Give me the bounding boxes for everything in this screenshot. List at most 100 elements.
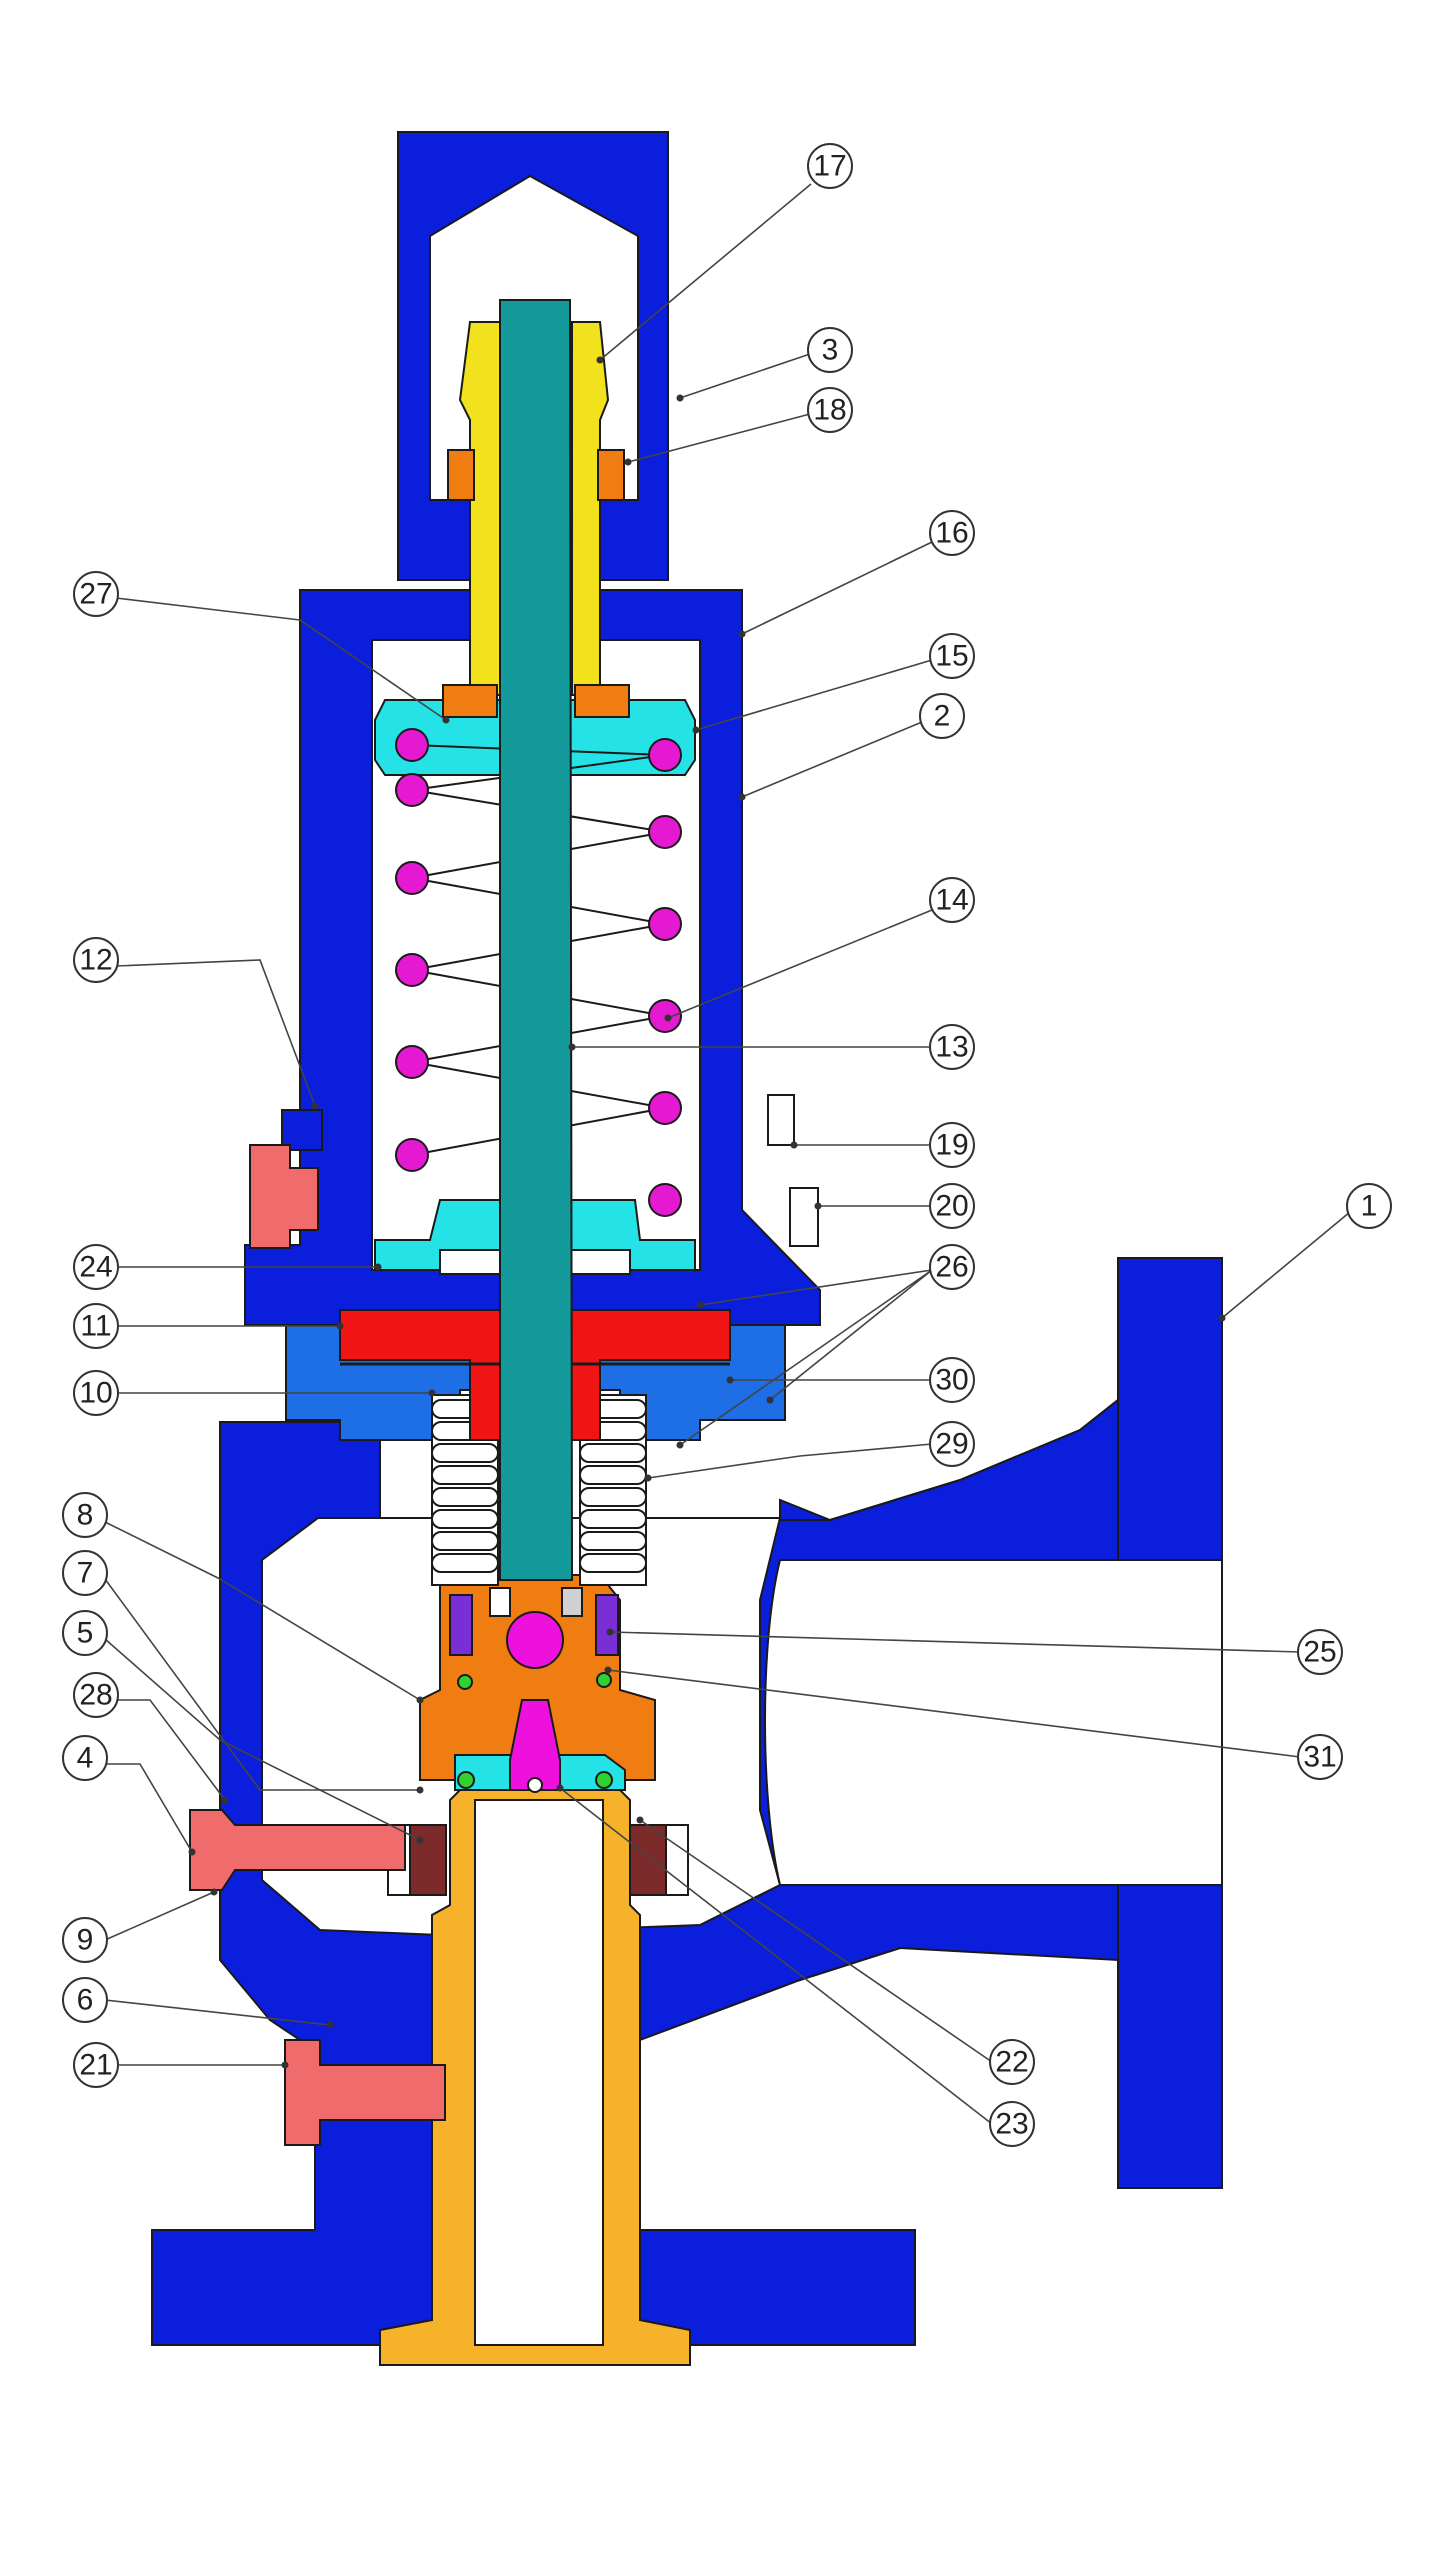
callout-28: 28 bbox=[73, 1672, 229, 1804]
leader-tip bbox=[596, 356, 604, 364]
callout-29: 29 bbox=[644, 1421, 975, 1482]
leader-tip bbox=[221, 1796, 229, 1804]
leader-line bbox=[647, 1443, 933, 1479]
callout-circle bbox=[929, 877, 975, 923]
leader-line bbox=[1221, 1211, 1351, 1319]
leader-tip bbox=[604, 1666, 612, 1674]
adjusting-screw-right bbox=[571, 321, 610, 696]
callout-circle bbox=[62, 1917, 108, 1963]
callout-number: 27 bbox=[79, 578, 112, 611]
callout-number: 4 bbox=[77, 1742, 94, 1775]
adjusting-ring-left bbox=[409, 1824, 447, 1896]
callout-17: 17 bbox=[596, 143, 853, 364]
bellows-fold bbox=[431, 1553, 499, 1573]
leader-tip bbox=[664, 1014, 672, 1022]
callout-circle bbox=[62, 1550, 108, 1596]
leader-line bbox=[599, 183, 812, 361]
callout-13: 13 bbox=[568, 1024, 975, 1070]
callout-4: 4 bbox=[62, 1735, 196, 1856]
callout-2: 2 bbox=[738, 693, 965, 801]
spring-coil bbox=[648, 1183, 682, 1217]
callout-circle bbox=[73, 1303, 119, 1349]
spring-coil bbox=[648, 999, 682, 1033]
callout-12: 12 bbox=[73, 937, 319, 1110]
leader-line bbox=[559, 1787, 993, 2125]
callout-circle bbox=[73, 1370, 119, 1416]
callout-circle bbox=[929, 1024, 975, 1070]
callout-number: 25 bbox=[1303, 1636, 1336, 1669]
callout-circle bbox=[807, 143, 853, 189]
callout-number: 9 bbox=[77, 1924, 94, 1957]
leader-tip bbox=[676, 1441, 684, 1449]
leader-line bbox=[679, 353, 811, 399]
lower-seat-clip-left bbox=[439, 1249, 511, 1275]
callout-1: 1 bbox=[1218, 1183, 1392, 1322]
callout-number: 7 bbox=[77, 1557, 94, 1590]
callout-circle bbox=[62, 1977, 108, 2023]
leader-tip bbox=[281, 2061, 289, 2069]
callout-27: 27 bbox=[73, 571, 450, 724]
leader-tip bbox=[568, 1043, 576, 1051]
callout-7: 7 bbox=[62, 1550, 424, 1794]
spring-coil bbox=[395, 773, 429, 807]
side-plug bbox=[189, 1809, 406, 1891]
spring-coil bbox=[648, 738, 682, 772]
callout-number: 14 bbox=[935, 884, 968, 917]
callout-number: 18 bbox=[813, 394, 846, 427]
seal-2 bbox=[596, 1672, 612, 1688]
leader-line bbox=[115, 959, 316, 1107]
valve-body bbox=[151, 131, 1223, 2346]
leader-line bbox=[741, 721, 923, 798]
callout-11: 11 bbox=[73, 1303, 344, 1349]
callout-9: 9 bbox=[62, 1888, 218, 1963]
leader-tip bbox=[636, 1816, 644, 1824]
leader-line bbox=[769, 1269, 933, 1401]
bellows-fold bbox=[579, 1443, 647, 1463]
callout-25: 25 bbox=[606, 1628, 1343, 1675]
leader-line bbox=[105, 1763, 193, 1853]
guide-right bbox=[595, 1594, 619, 1656]
leader-tip bbox=[696, 1301, 704, 1309]
bearing-right bbox=[574, 684, 630, 718]
spring-coil bbox=[395, 728, 429, 762]
callout-circle bbox=[73, 1244, 119, 1290]
stem-pin-right bbox=[561, 1587, 583, 1617]
leader-line bbox=[741, 541, 933, 635]
callout-circle bbox=[919, 693, 965, 739]
callout-20: 20 bbox=[814, 1183, 975, 1229]
outlet-bore bbox=[764, 1559, 1223, 1886]
callout-number: 28 bbox=[79, 1679, 112, 1712]
callout-circle bbox=[1297, 1734, 1343, 1780]
callout-number: 15 bbox=[935, 640, 968, 673]
leader-line bbox=[607, 1669, 1301, 1758]
callout-number: 19 bbox=[935, 1129, 968, 1162]
callout-circle bbox=[73, 937, 119, 983]
leader-line bbox=[639, 1819, 993, 2063]
spring-coil bbox=[648, 907, 682, 941]
leader-tip bbox=[738, 630, 746, 638]
leader-line bbox=[104, 1891, 215, 1941]
callout-26: 26 bbox=[676, 1244, 975, 1449]
leader-tip bbox=[692, 726, 700, 734]
bellows-fold bbox=[431, 1487, 499, 1507]
callout-number: 31 bbox=[1303, 1741, 1336, 1774]
callout-6: 6 bbox=[62, 1977, 334, 2029]
callout-19: 19 bbox=[790, 1122, 975, 1168]
callout-24: 24 bbox=[73, 1244, 382, 1290]
callout-21: 21 bbox=[73, 2042, 289, 2088]
callout-number: 3 bbox=[822, 334, 839, 367]
leader-line bbox=[116, 1699, 226, 1801]
bellows-fold bbox=[431, 1465, 499, 1485]
spring-coil bbox=[395, 861, 429, 895]
leader-tip bbox=[676, 394, 684, 402]
callout-circle bbox=[929, 1122, 975, 1168]
bellows-fold bbox=[579, 1509, 647, 1529]
callout-number: 24 bbox=[79, 1251, 112, 1284]
leader-tip bbox=[556, 1784, 564, 1792]
vent-screw bbox=[767, 1094, 795, 1146]
leader-tip bbox=[624, 458, 632, 466]
callout-number: 10 bbox=[79, 1377, 112, 1410]
leader-tip bbox=[416, 1836, 424, 1844]
callout-22: 22 bbox=[636, 1816, 1035, 2085]
